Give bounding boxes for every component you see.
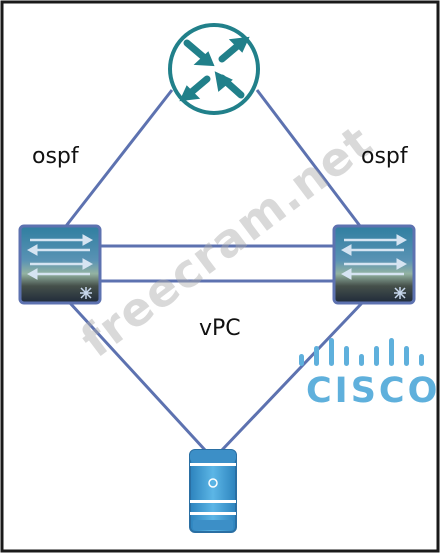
links: [64, 89, 364, 452]
link-right-switch-server: [220, 301, 364, 452]
link-router-left-switch: [64, 89, 174, 227]
switch-icon: [332, 224, 416, 305]
router-icon: [168, 23, 260, 115]
snowflake-icon: [394, 287, 406, 299]
server-icon: [189, 449, 237, 533]
snowflake-icon: [80, 287, 92, 299]
vpc-label: vPC: [199, 316, 241, 341]
switch-icon: [18, 224, 102, 305]
cisco-logo-bars: [299, 338, 424, 366]
link-router-right-switch: [255, 89, 362, 227]
ospf-label-right: ospf: [361, 144, 408, 169]
ospf-label-left: ospf: [32, 144, 79, 169]
cisco-logo-text: CISCO: [306, 371, 440, 411]
link-left-switch-server: [68, 301, 207, 452]
